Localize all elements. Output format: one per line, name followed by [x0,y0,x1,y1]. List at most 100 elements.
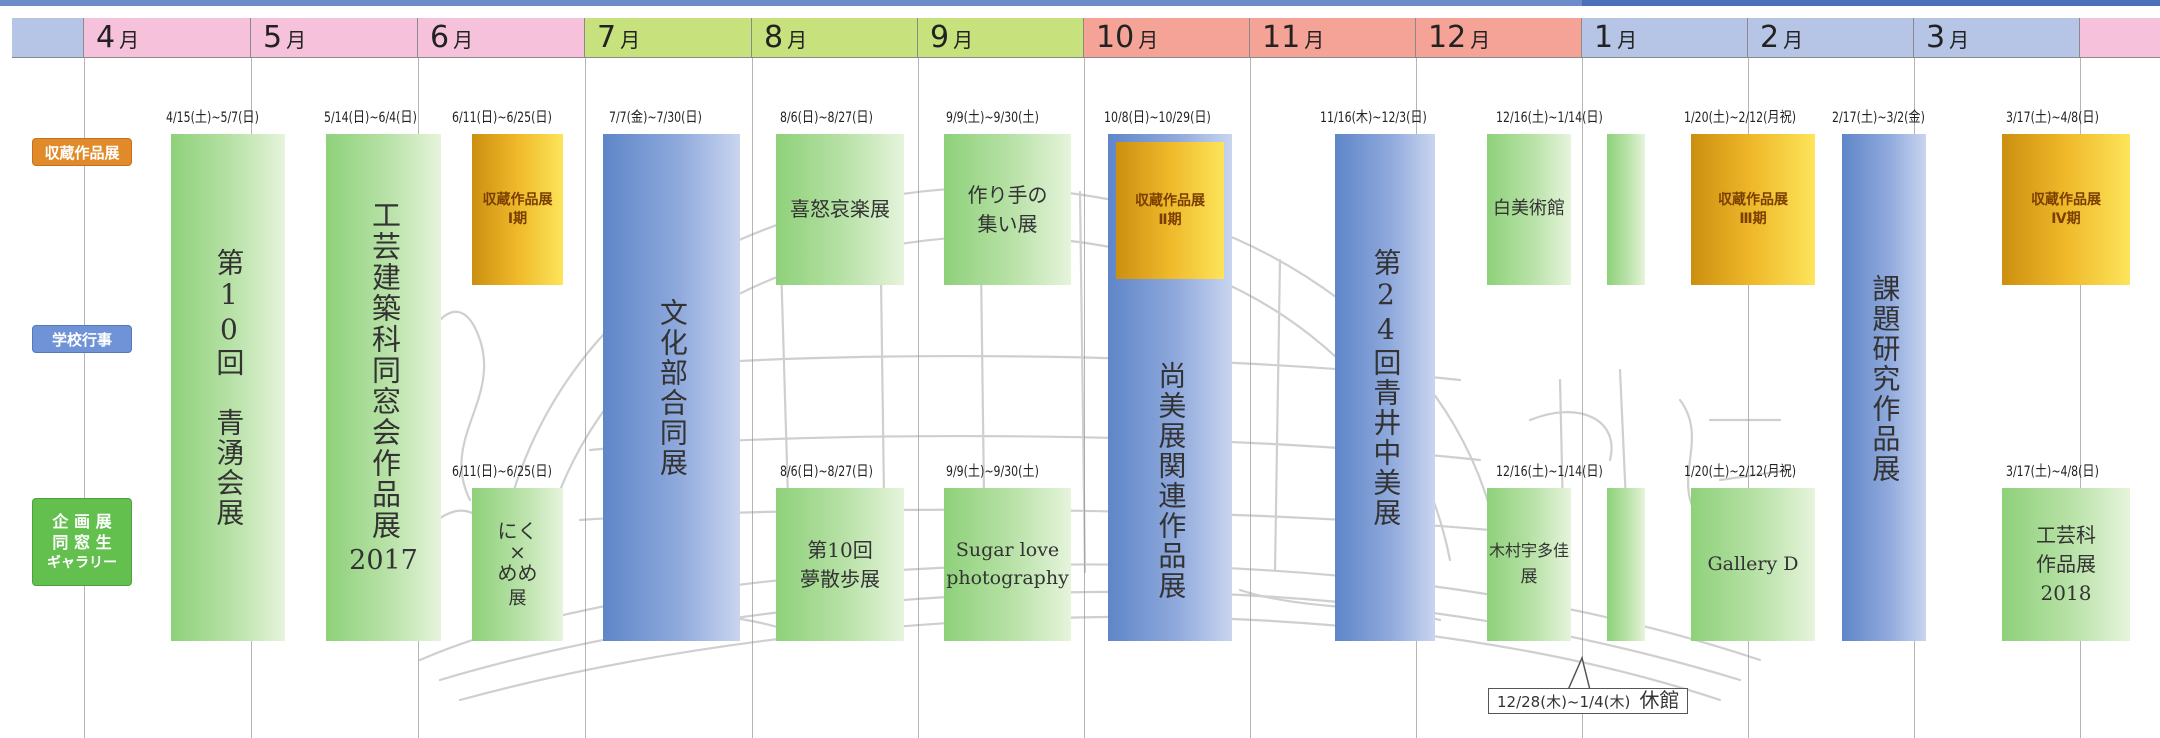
exhibition-title: 尚美展関連作品展 [1154,361,1188,601]
date-label: 3/17(土)~4/8(日) [2006,110,2099,126]
exhibition-title: 喜怒哀楽展 [790,197,890,221]
date-label: 8/6(日)~8/27(日) [780,464,873,480]
legend-collection-label: 収蔵作品展 [44,143,120,162]
exhibition-title-line1: 収蔵作品展 [2031,192,2101,209]
exhibition-title-line2: 集い展 [977,211,1038,236]
exhibition-title-line2: 展 [1520,566,1538,587]
legend-planned-line2: 同 窓 生 [52,532,112,552]
exhibition-title: 第10回 青湧会展 [212,247,246,528]
closure-notice: 12/28(木)~1/4(木) 休館 [1488,688,1689,714]
exhibition-title-line2: Ⅲ期 [1739,210,1767,227]
top-stripe-right [1582,0,2160,6]
exhibition-title-part: く [517,518,538,543]
building-sketch-background [398,186,1792,702]
legend-collection-tag: 収蔵作品展 [32,138,132,166]
exhibition-seiyu[interactable]: 第10回 青湧会展 [171,134,285,641]
exhibition-title-line2: 夢散歩展 [800,566,880,591]
date-label: 6/11(日)~6/25(日) [452,464,552,480]
exhibition-title: 第24回青井中美展 [1369,247,1403,528]
exhibition-title-line2: Ⅰ期 [507,210,528,227]
date-label: 5/14(日)~6/4(日) [324,110,417,126]
date-label: 9/9(土)~9/30(土) [946,110,1039,126]
exhibition-title-part: め [497,560,518,585]
legend-school-tag: 学校行事 [32,325,132,353]
month-divider [1582,58,1583,738]
date-label: 10/8(日)~10/29(日) [1104,110,1211,126]
date-label: 12/16(土)~1/14(日) [1496,464,1603,480]
exhibition-title-line2: 作品展 [2036,552,2096,576]
exhibition-hakubi-continued [1607,134,1645,285]
exhibition-title-line1: 収蔵作品展 [1718,192,1788,209]
exhibition-title-line1: 収蔵作品展 [1135,193,1205,210]
exhibition-title-line2: Ⅱ期 [1158,211,1182,228]
exhibition-title-part: × [509,539,526,564]
date-label: 4/15(土)~5/7(日) [166,110,259,126]
exhibition-collection-1[interactable]: 収蔵作品展 Ⅰ期 [472,134,563,285]
exhibition-title: 工芸建築科同窓会作品展 [367,199,402,541]
exhibition-kido-airaku[interactable]: 喜怒哀楽展 [776,134,904,285]
month-divider [918,58,919,738]
exhibition-sugar-love[interactable]: Sugar love photography [944,488,1071,641]
exhibition-title-line3: 2018 [2040,581,2092,605]
exhibition-gallery-d[interactable]: Gallery D [1691,488,1815,641]
exhibition-title-line1: 作り手の [967,182,1048,207]
month-divider [2080,58,2081,738]
header-lead-cell [12,18,84,58]
exhibition-title-line2: photography [946,566,1069,589]
exhibition-title-line1: 工芸科 [2036,523,2096,547]
date-label: 12/16(土)~1/14(日) [1496,110,1603,126]
exhibition-title-part: 展 [508,587,527,609]
exhibition-collection-3[interactable]: 収蔵作品展 Ⅲ期 [1691,134,1815,285]
date-label: 1/20(土)~2/12(月祝) [1684,464,1797,480]
top-stripe-left [0,0,1582,6]
exhibition-hakubi[interactable]: 白美術館 [1487,134,1571,285]
exhibition-title-line1: 第10回 [807,537,873,562]
legend-planned-line1: 企 画 展 [52,512,112,532]
exhibition-tsukurite[interactable]: 作り手の 集い展 [944,134,1071,285]
date-label: 9/9(土)~9/30(土) [946,464,1039,480]
date-label: 3/17(土)~4/8(日) [2006,464,2099,480]
month-divider [1084,58,1085,738]
exhibition-kimura[interactable]: 木村宇多佳 展 [1487,488,1571,641]
exhibition-collection-2[interactable]: 収蔵作品展 Ⅱ期 [1116,142,1224,279]
exhibition-title-line1: 収蔵作品展 [482,192,553,209]
date-label: 2/17(土)~3/2(金) [1832,110,1925,126]
legend-planned-tag: 企 画 展 同 窓 生 ギャラリー [32,498,132,586]
exhibition-kimura-continued [1607,488,1645,641]
month-divider [1748,58,1749,738]
exhibition-title-part: に [497,518,518,543]
month-divider [585,58,586,738]
date-label: 8/6(日)~8/27(日) [780,110,873,126]
exhibition-title: 課題研究作品展 [1868,274,1902,484]
exhibition-niku-meme[interactable]: に く × め め 展 [472,488,563,641]
date-label: 11/16(木)~12/3(日) [1320,110,1427,126]
exhibition-kougei-dousou[interactable]: 工芸建築科同窓会作品展 2017 [326,134,441,641]
date-label: 7/7(金)~7/30(日) [609,110,702,126]
exhibition-title-part: め [517,560,538,585]
exhibition-collection-4[interactable]: 収蔵作品展 Ⅳ期 [2002,134,2130,285]
exhibition-title-line1: Sugar love [955,538,1060,561]
exhibition-year: 2017 [349,544,418,576]
exhibition-kadai-kenkyu[interactable]: 課題研究作品展 [1842,134,1926,641]
exhibition-musanpo[interactable]: 第10回 夢散歩展 [776,488,904,641]
date-label: 1/20(土)~2/12(月祝) [1684,110,1797,126]
exhibition-kougeika-2018[interactable]: 工芸科 作品展 2018 [2002,488,2130,641]
month-divider [1250,58,1251,738]
legend-planned-line3: ギャラリー [47,554,117,571]
exhibition-aoi-chubi[interactable]: 第24回青井中美展 [1335,134,1435,641]
exhibition-title: Gallery D [1707,552,1799,575]
closure-dates: 12/28(木)~1/4(木) [1497,693,1631,711]
month-divider [84,58,85,738]
exhibition-bunka-godo[interactable]: 文化部合同展 [603,134,740,641]
exhibition-title: 白美術館 [1493,198,1565,220]
